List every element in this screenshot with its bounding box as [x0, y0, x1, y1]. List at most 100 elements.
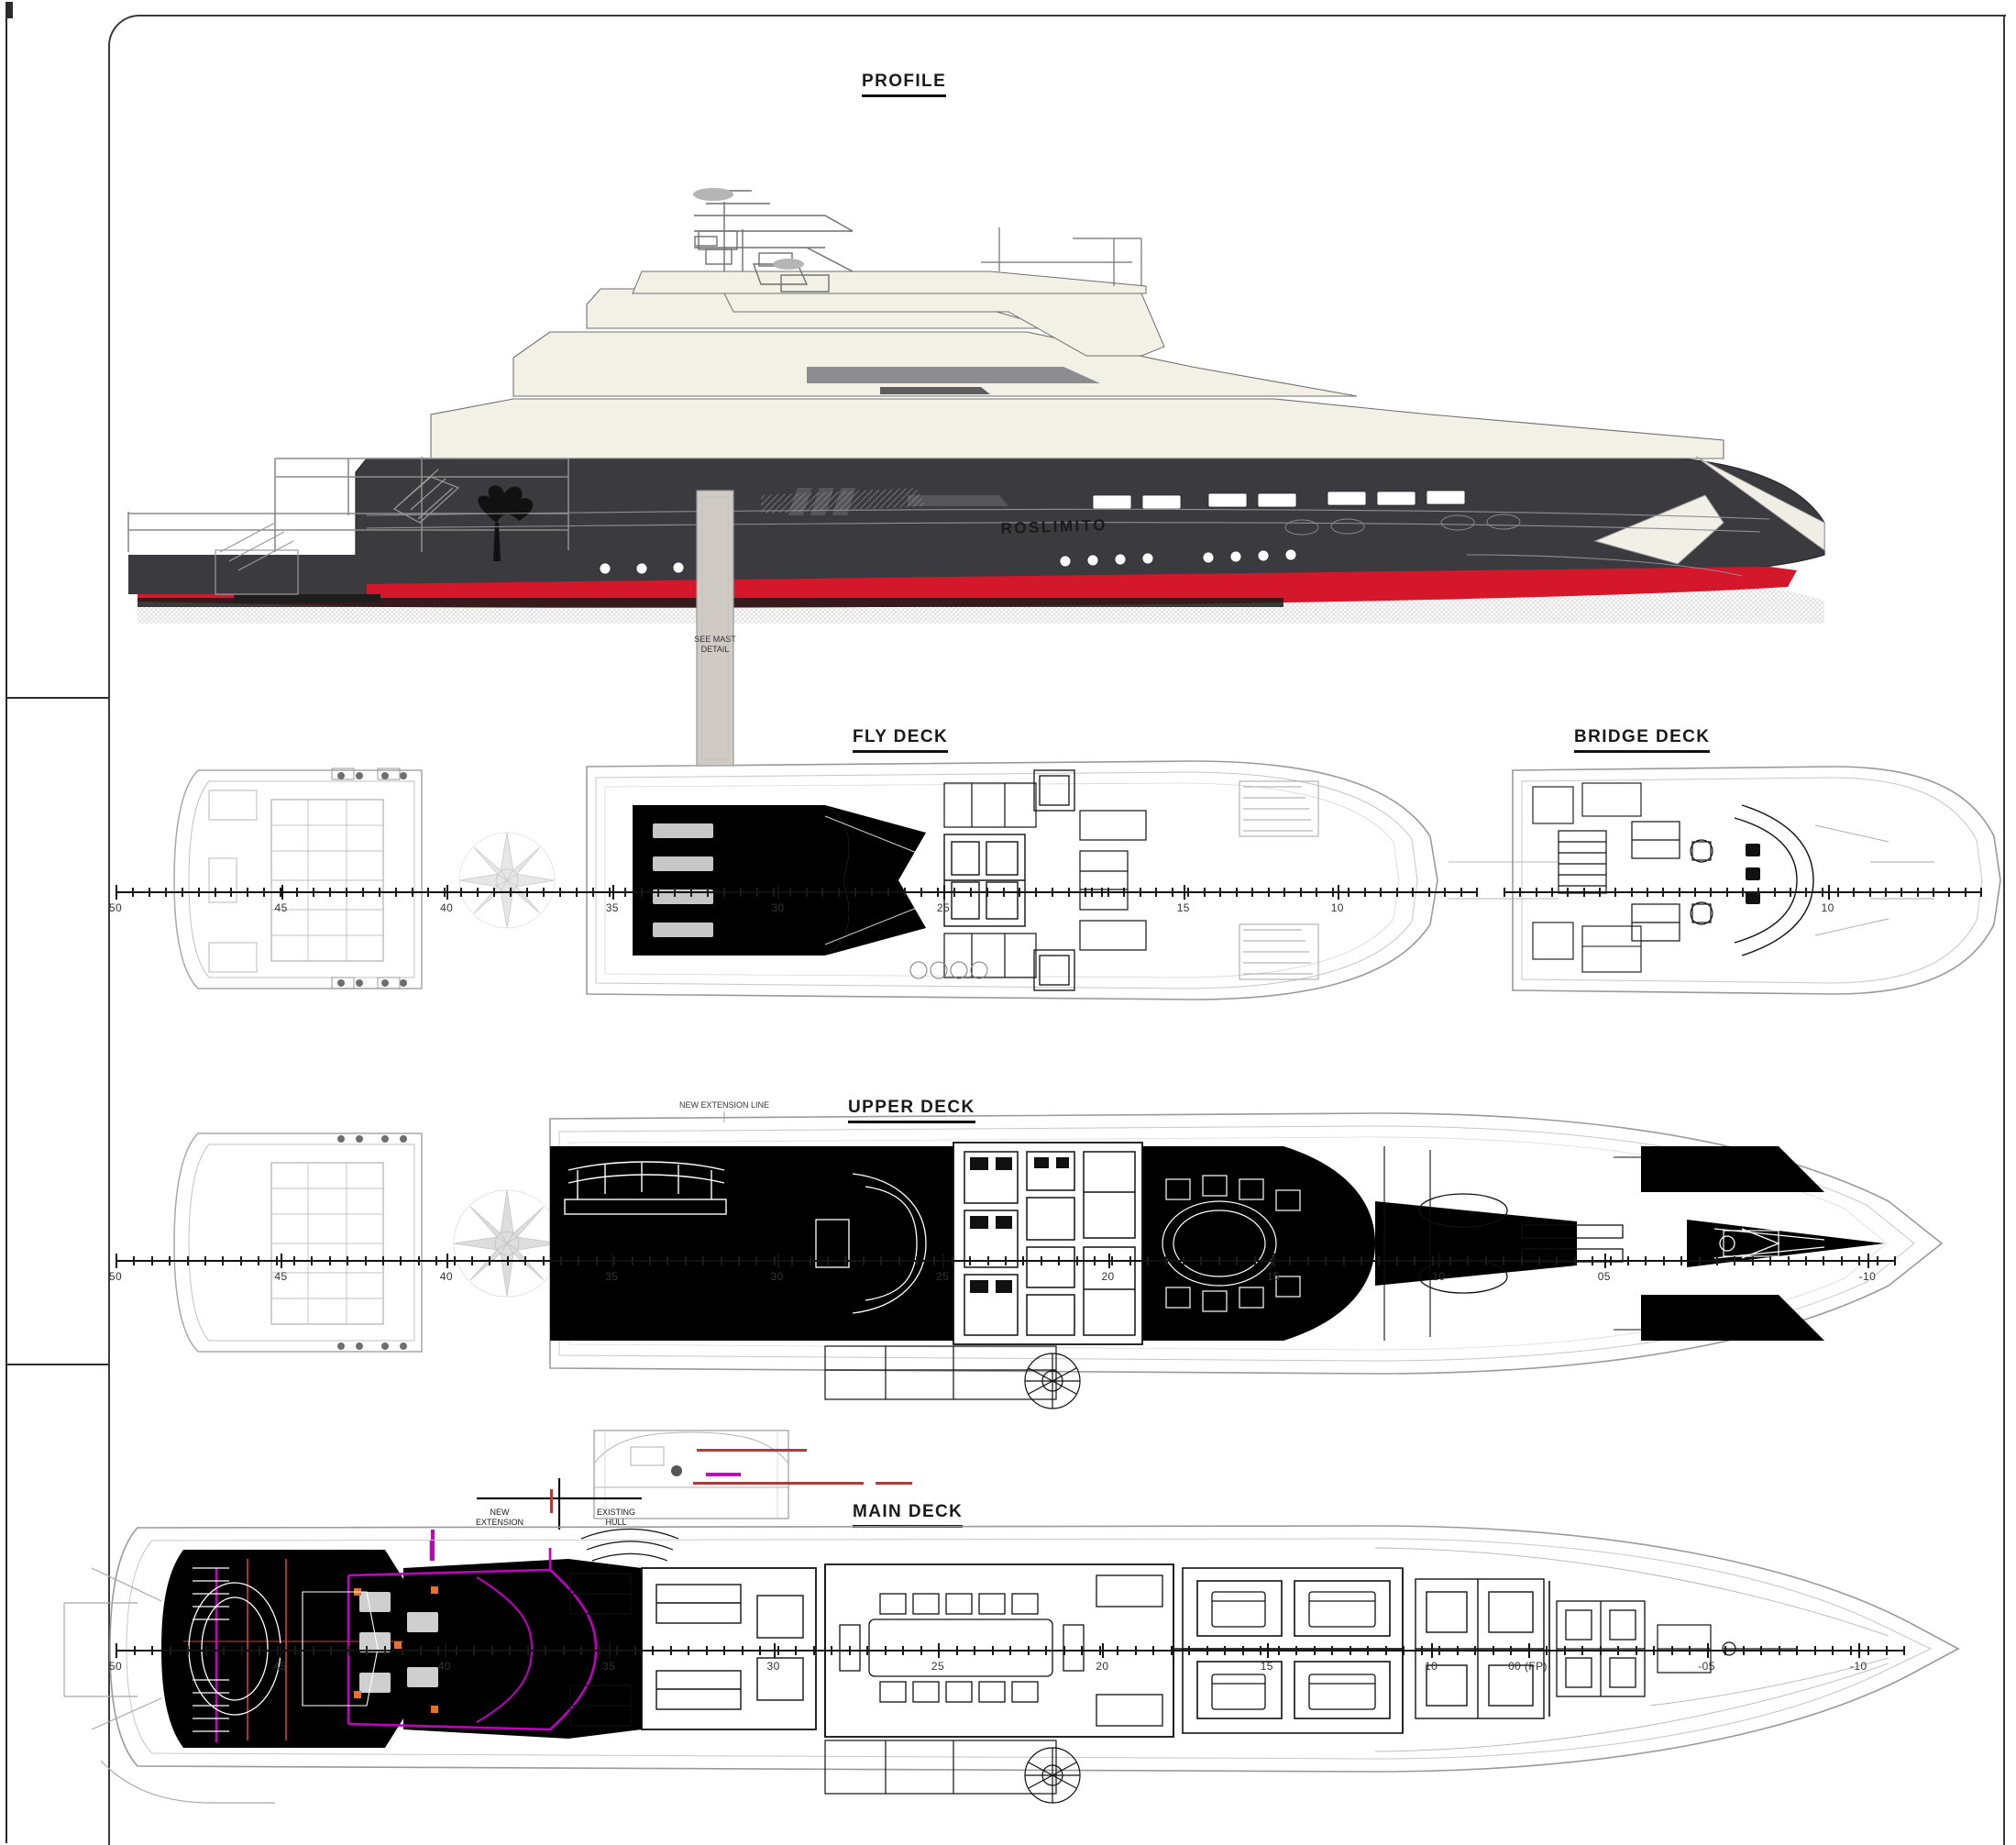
- profile-stem-panel: [1695, 456, 1825, 551]
- station-tick-minor: [419, 1646, 422, 1655]
- flydeck-spa-pool: [1033, 769, 1075, 991]
- station-tick-minor: [1272, 1256, 1273, 1265]
- flydeck-bar-block: [943, 834, 1026, 927]
- station-tick-minor: [151, 1646, 153, 1655]
- station-label: 20: [1101, 1270, 1115, 1283]
- station-tick-major: [777, 885, 780, 900]
- upperdeck-bulwark-detail: [1383, 1146, 1641, 1341]
- station-tick-minor: [417, 1256, 420, 1265]
- station-tick-major: [942, 1254, 945, 1268]
- station-tick-minor: [1075, 1256, 1078, 1265]
- maindeck-stair-annex: [824, 1740, 1057, 1795]
- station-tick-minor: [1040, 1256, 1042, 1265]
- main-deck-red-markers: [550, 1449, 912, 1513]
- station-tick-minor: [1510, 1646, 1512, 1655]
- station-label: 40: [437, 1660, 451, 1673]
- profile-window-band-upper: [807, 367, 1100, 383]
- station-tick-minor: [1680, 1256, 1683, 1265]
- station-tick-minor: [848, 1646, 851, 1655]
- station-tick-minor: [1420, 1646, 1423, 1655]
- station-tick-minor: [164, 888, 167, 897]
- station-tick-minor: [955, 1646, 958, 1655]
- station-tick-minor: [1916, 888, 1919, 897]
- station-tick-minor: [580, 1646, 582, 1655]
- station-tick-minor: [364, 1256, 367, 1265]
- station-tick-minor: [1662, 1256, 1665, 1265]
- station-tick-minor: [624, 888, 627, 897]
- station-label: -10: [1849, 1660, 1867, 1673]
- station-tick-minor: [1395, 888, 1398, 897]
- station-tick-minor: [1449, 1256, 1451, 1265]
- station-tick-minor: [1813, 1646, 1816, 1655]
- station-tick-minor: [1414, 1256, 1416, 1265]
- station-tick-major: [1706, 1643, 1709, 1658]
- maindeck-beachclub-equipment: [359, 1592, 438, 1693]
- station-tick-minor: [1367, 1646, 1369, 1655]
- station-tick-minor: [1299, 888, 1302, 897]
- station-tick-minor: [204, 1646, 207, 1655]
- station-tick-minor: [1316, 888, 1317, 897]
- station-tick-minor: [394, 888, 397, 897]
- station-tick-major: [116, 885, 117, 900]
- station-tick-minor: [1573, 1256, 1576, 1265]
- profile-mast-assembly: [694, 190, 854, 293]
- bridge-stairs: [1558, 830, 1607, 894]
- station-tick-minor: [437, 1646, 439, 1655]
- station-tick-minor: [1164, 1256, 1167, 1265]
- station-tick-minor: [187, 1646, 189, 1655]
- station-tick-minor: [1546, 1646, 1548, 1655]
- station-tick-minor: [402, 1646, 403, 1655]
- station-tick-minor: [722, 888, 725, 897]
- station-tick-minor: [1694, 888, 1696, 897]
- station-label: 25: [931, 1660, 945, 1673]
- station-tick-minor: [1698, 1256, 1701, 1265]
- station-tick-minor: [560, 1256, 562, 1265]
- station-tick-minor: [1188, 1646, 1190, 1655]
- bridge-deck-station-scale: 10: [1504, 880, 1982, 917]
- station-tick-minor: [1662, 888, 1665, 897]
- upperdeck-forward-lounge-black: [1137, 1146, 1375, 1341]
- station-tick-minor: [1267, 888, 1270, 897]
- station-label: 20: [1096, 1660, 1109, 1673]
- station-label: 10: [1432, 1270, 1446, 1283]
- profile-window-band-upper2: [880, 387, 990, 394]
- station-tick-minor: [1742, 1646, 1745, 1655]
- station-tick-minor: [1734, 1256, 1736, 1265]
- view-title-upper-deck: UPPER DECK: [848, 1098, 975, 1123]
- station-tick-minor: [1778, 1646, 1780, 1655]
- station-tick-minor: [1805, 1256, 1807, 1265]
- station-tick-minor: [455, 1646, 457, 1655]
- upperdeck-bow-deck-black-s: [1641, 1295, 1824, 1341]
- station-tick-minor: [1504, 888, 1505, 897]
- station-tick-minor: [1460, 888, 1462, 897]
- station-label: 40: [440, 901, 454, 914]
- station-tick-minor: [1005, 1256, 1007, 1265]
- station-tick-minor: [920, 1646, 922, 1655]
- station-tick-major: [1431, 1643, 1434, 1658]
- station-tick-minor: [347, 1646, 350, 1655]
- station-tick-minor: [669, 1646, 672, 1655]
- flydeck-hull-outline: [586, 760, 1438, 1000]
- station-tick-minor: [427, 888, 430, 897]
- station-tick-minor: [898, 1256, 900, 1265]
- upperdeck-dining-chairs: [1165, 1175, 1301, 1312]
- profile-hull-window-row: [1092, 490, 1466, 510]
- station-tick-major: [1603, 1254, 1606, 1268]
- station-tick-minor: [169, 1256, 171, 1265]
- station-tick-minor: [1235, 888, 1238, 897]
- station-tick-minor: [1253, 1256, 1256, 1265]
- compass-rose: [458, 832, 556, 929]
- station-tick-minor: [974, 1646, 975, 1655]
- upperdeck-dining-table: [1162, 1200, 1277, 1287]
- station-tick-minor: [723, 1646, 725, 1655]
- station-tick-minor: [330, 1646, 332, 1655]
- station-tick-minor: [1219, 888, 1221, 897]
- station-tick-minor: [1858, 1256, 1861, 1265]
- station-tick-minor: [1325, 1256, 1327, 1265]
- station-tick-minor: [477, 888, 479, 897]
- station-tick-minor: [493, 888, 496, 897]
- station-tick-major: [1858, 1643, 1861, 1658]
- upperdeck-lower-annex: [824, 1345, 1057, 1400]
- station-tick-minor: [1503, 1256, 1505, 1265]
